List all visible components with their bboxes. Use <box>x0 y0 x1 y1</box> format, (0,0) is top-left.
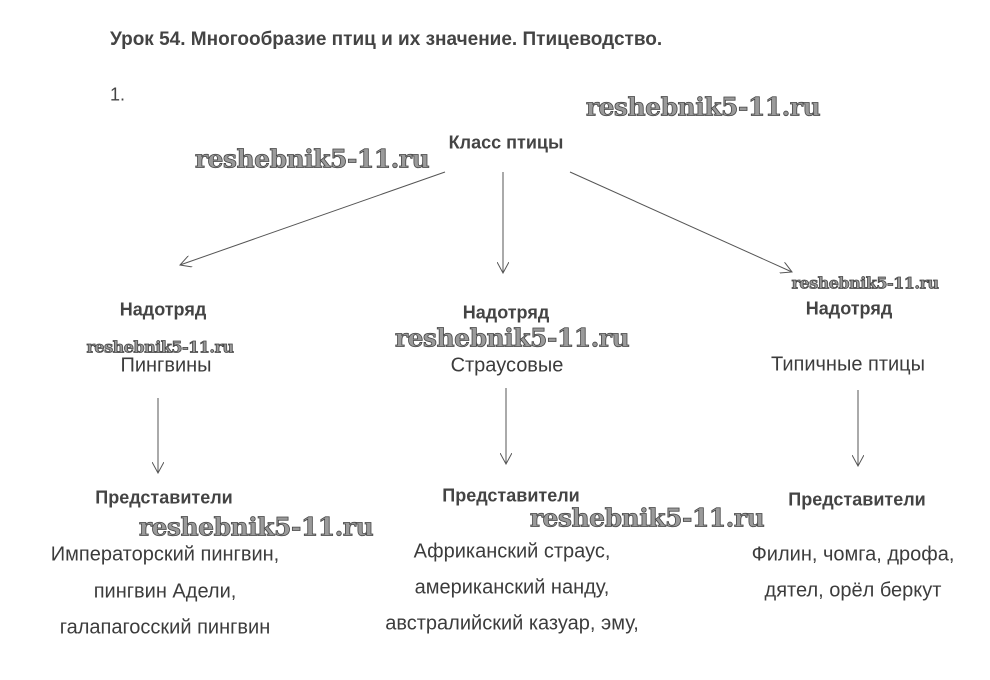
representative-3-1: Филин, чомга, дрофа, <box>751 543 955 566</box>
task-number: 1. <box>110 84 126 105</box>
root-node: Класс птицы <box>448 132 564 153</box>
superorder-label-1: Надотряд <box>119 299 207 320</box>
representative-2-2: американский нанду, <box>414 576 610 599</box>
representative-1-3: галапагосский пингвин <box>59 616 271 639</box>
representative-1-1: Императорский пингвин, <box>50 543 280 566</box>
superorder-name-2: Страусовые <box>450 354 564 377</box>
watermark: reshebnik5-11.ru <box>585 92 821 122</box>
representatives-label-3: Представители <box>788 489 926 510</box>
representative-2-3: австралийский казуар, эму, <box>385 612 639 635</box>
watermark: reshebnik5-11.ru <box>791 273 939 293</box>
arrow-to-penguins <box>180 171 446 265</box>
representative-3-2: дятел, орёл беркут <box>764 579 942 602</box>
representatives-label-2: Представители <box>442 485 580 506</box>
watermark: reshebnik5-11.ru <box>194 144 430 174</box>
watermark: reshebnik5-11.ru <box>529 503 765 533</box>
watermark: reshebnik5-11.ru <box>86 337 234 357</box>
representative-2-1: Африканский страус, <box>413 540 611 563</box>
superorder-name-3: Типичные птицы <box>770 353 926 376</box>
superorder-label-2: Надотряд <box>462 302 550 323</box>
arrow-to-typical <box>569 171 792 272</box>
page-title: Урок 54. Многообразие птиц и их значение… <box>110 29 663 50</box>
watermark: reshebnik5-11.ru <box>138 512 374 542</box>
superorder-name-1: Пингвины <box>120 354 212 377</box>
superorder-label-3: Надотряд <box>805 298 893 319</box>
watermark: reshebnik5-11.ru <box>394 323 630 353</box>
representatives-label-1: Представители <box>95 487 233 508</box>
representative-1-2: пингвин Адели, <box>93 580 237 603</box>
